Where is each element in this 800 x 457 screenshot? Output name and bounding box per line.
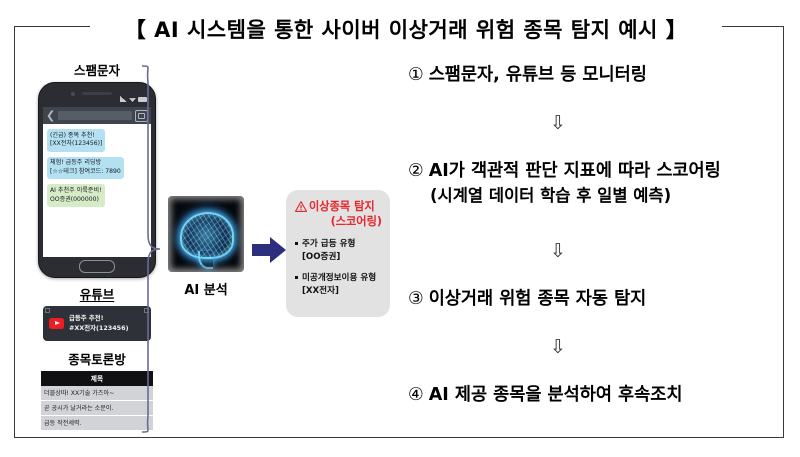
sms-text-line: OO증권(000000) — [50, 195, 99, 203]
status-bar-icons — [120, 96, 147, 102]
detection-items: 주가 급등 유형 [OO증권] 미공개정보이용 유형 [XX전자] — [295, 238, 382, 297]
sms-text-line: AI 추천주 이륙준비! — [50, 186, 102, 194]
youtube-hashtag: #XX전자(123456) — [69, 324, 129, 333]
warning-icon — [295, 201, 307, 212]
discussion-board-section: 종목토론방 제목 더블상따! XX기술 가즈아~ 곧 공시가 날거라는 소문이.… — [22, 349, 172, 432]
phone-notch — [43, 87, 151, 107]
search-field[interactable] — [58, 111, 132, 120]
youtube-label: 유튜브 — [79, 287, 115, 302]
step-number: ④ — [408, 385, 424, 405]
signal-icon — [120, 96, 127, 102]
camera-icon — [71, 91, 75, 96]
sms-bubble: 체험! 급등주 리딩방 [☆☆테크] 참여코드: 7890 — [47, 156, 124, 180]
detection-title-line2: (스코어링) — [330, 215, 382, 229]
step-number: ② — [408, 161, 424, 181]
speaker-grille — [82, 92, 112, 95]
step-text: 이상거래 위험 종목 자동 탐지 — [428, 289, 647, 309]
sms-conversation: (긴급) 종목 추천! [XX전자(123456)] 체험! 급등주 리딩방 [… — [43, 124, 151, 257]
ai-analysis-caption: AI 분석 — [184, 283, 228, 298]
discussion-board-table: 제목 더블상따! XX기술 가즈아~ 곧 공시가 날거라는 소문이. 급등 작전… — [41, 370, 153, 432]
flow-arrow-icon: ⇩ — [550, 336, 566, 358]
grouping-brace-icon — [141, 65, 161, 433]
sms-text-line: [☆☆테크] 참여코드: 7890 — [50, 167, 121, 175]
detection-title: 이상종목 탐지 (스코어링) — [295, 199, 382, 229]
back-chevron-icon[interactable]: ❮ — [46, 109, 56, 122]
flow-arrow-icon: ⇩ — [550, 240, 566, 262]
post-title: 곧 공시가 날거라는 소문이. — [41, 400, 153, 416]
phone-app-header: ❮ — [43, 107, 151, 124]
sms-bubble: AI 추천주 이륙준비! OO증권(000000) — [47, 184, 105, 207]
sms-text-line: [XX전자(123456)] — [50, 140, 103, 148]
detection-item: 미공개정보이용 유형 [XX전자] — [295, 272, 382, 297]
table-row[interactable]: 급등 작전세력. — [41, 415, 153, 432]
table-header-row: 제목 — [41, 370, 153, 386]
home-button[interactable] — [79, 260, 115, 273]
table-row[interactable]: 더블상따! XX기술 가즈아~ — [41, 385, 153, 401]
post-title: 더블상따! XX기술 가즈아~ — [41, 385, 153, 401]
youtube-section: 유튜브 급등주 추천! #XX전자(123456) — [22, 284, 172, 341]
ai-analysis-block: AI 분석 — [163, 196, 249, 298]
detection-item-main: 미공개정보이용 유형 — [302, 273, 377, 284]
step-text: AI 제공 종목을 분석하여 후속조치 — [428, 385, 683, 405]
youtube-title: 급등주 추천! — [69, 314, 104, 322]
right-arrow-icon — [252, 237, 286, 263]
discussion-board-label: 종목토론방 — [68, 351, 126, 367]
detection-item: 주가 급등 유형 [OO증권] — [295, 238, 382, 263]
column-header-title: 제목 — [41, 370, 153, 386]
youtube-video-card[interactable]: 급등주 추천! #XX전자(123456) — [43, 306, 151, 341]
smartphone-mockup: ❮ (긴급) 종목 추천! [XX전자(123456)] 체험! 급등주 리딩방… — [38, 82, 156, 278]
battery-icon — [138, 97, 147, 102]
detection-result-box: 이상종목 탐지 (스코어링) 주가 급등 유형 [OO증권] 미공개정보이용 유… — [286, 190, 390, 318]
spam-sms-label: 스팸문자 — [73, 63, 120, 78]
ai-brain-icon — [168, 196, 244, 272]
step-number: ③ — [408, 289, 424, 309]
step-text: AI가 객관적 판단 지표에 따라 스코어링 — [428, 161, 721, 181]
detection-item-ticker: [XX전자] — [302, 285, 339, 296]
youtube-play-icon — [49, 317, 64, 329]
detection-title-line1: 이상종목 탐지 — [309, 200, 375, 213]
post-title: 급등 작전세력. — [41, 415, 153, 432]
step-text: 스팸문자, 유튜브 등 모니터링 — [428, 65, 647, 85]
youtube-card-text: 급등주 추천! #XX전자(123456) — [69, 313, 129, 334]
detection-item-ticker: [OO증권] — [302, 251, 341, 262]
detection-item-main: 주가 급등 유형 — [302, 239, 356, 250]
step-number: ① — [408, 65, 424, 85]
phone-home-area — [43, 257, 151, 276]
flow-arrow-icon: ⇩ — [550, 112, 566, 134]
sms-bubble: (긴급) 종목 추천! [XX전자(123456)] — [47, 129, 106, 152]
sms-text-line: (긴급) 종목 추천! — [50, 131, 95, 139]
sms-text-line: 체험! 급등주 리딩방 — [50, 159, 102, 167]
step-subtext: (시계열 데이터 학습 후 일별 예측) — [430, 186, 672, 206]
wifi-icon — [129, 98, 136, 102]
sources-column: 스팸문자 ❮ (긴급) 종목 추천! [XX전자(123456)] 체험! 급등… — [22, 60, 172, 432]
page-title: 【 AI 시스템을 통한 사이버 이상거래 위험 종목 탐지 예시 】 — [90, 14, 722, 44]
table-row[interactable]: 곧 공시가 날거라는 소문이. — [41, 400, 153, 416]
